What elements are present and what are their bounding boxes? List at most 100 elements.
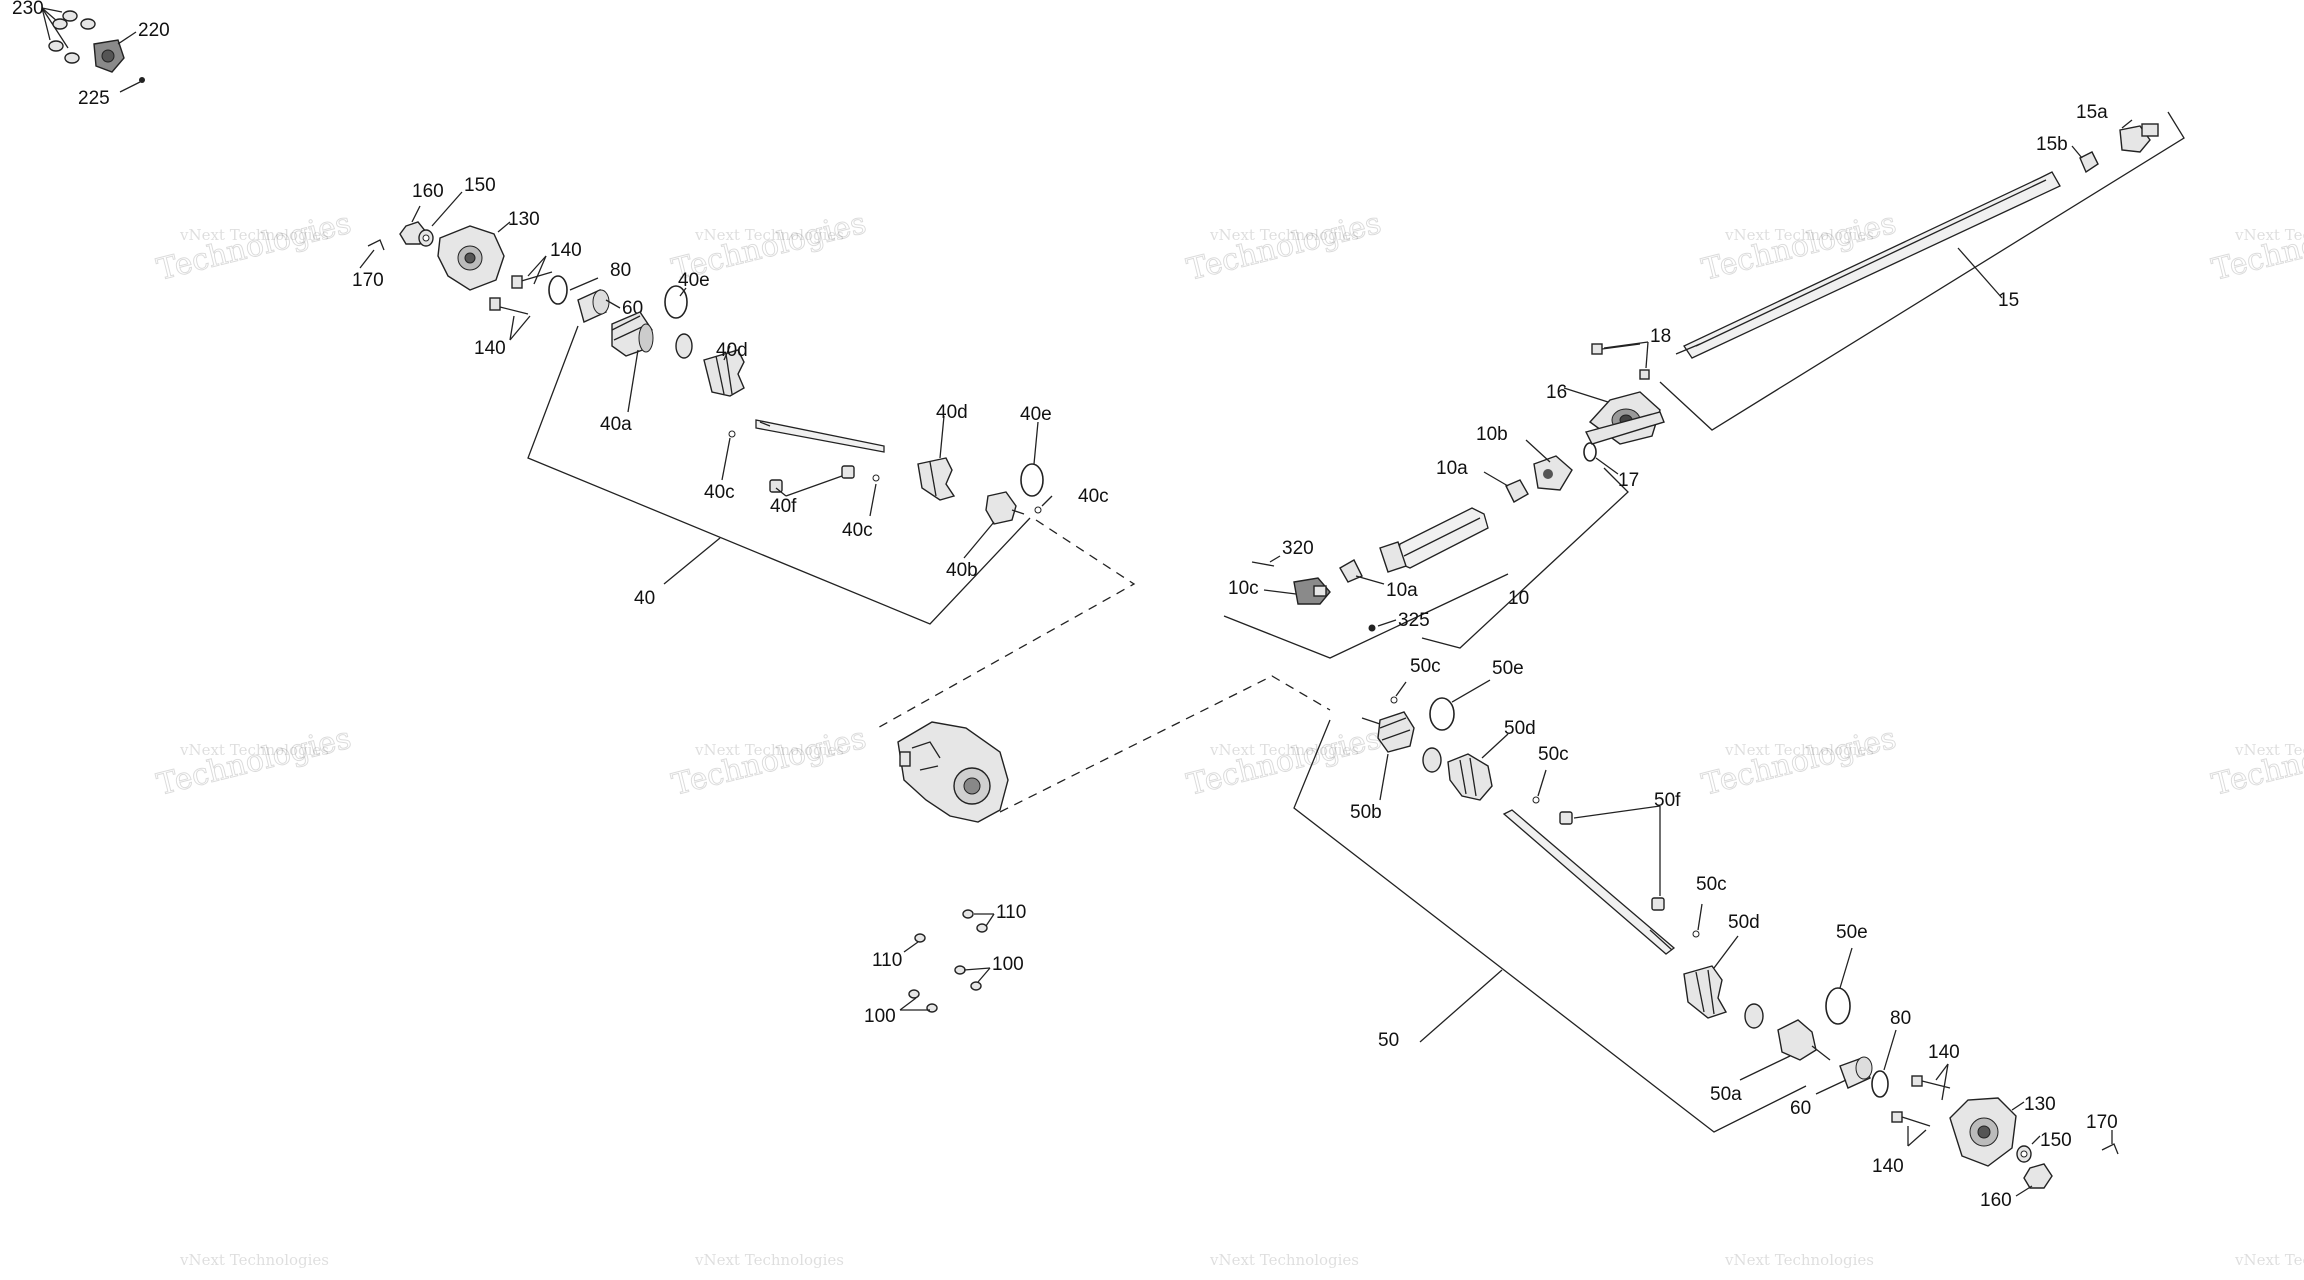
cv-joint-icon[interactable] [1777,1019,1831,1061]
cross-icon[interactable] [1339,559,1363,583]
bolt-icon[interactable] [511,271,553,289]
cv-joint-icon[interactable] [1361,711,1415,753]
nut-icon[interactable] [1368,624,1376,632]
callout-50c: 50c [1410,656,1441,677]
cage-icon[interactable] [1744,1003,1764,1029]
clip-icon[interactable] [1692,930,1700,938]
bolt-icon[interactable] [489,297,529,315]
boot-icon[interactable] [917,457,956,501]
group-left-hub: 160 150 130 170 140 140 80 60 [352,175,643,359]
washer-icon[interactable] [418,229,434,247]
bolt-icon[interactable] [914,933,926,943]
callout-40f: 40f [770,496,797,517]
snap-ring-icon[interactable] [1871,1070,1889,1098]
cross-icon[interactable] [2079,151,2099,174]
callout-100: 100 [864,1006,896,1027]
damper-icon[interactable] [769,479,783,493]
callout-100: 100 [992,954,1024,975]
yoke-icon[interactable] [1293,577,1331,605]
group-axle-40: 40e 40d 40a 40c 40f 40c 40d 40e 40c 40b … [527,270,1109,625]
cotter-pin-icon[interactable] [367,239,385,251]
cotter-pin-icon[interactable] [2101,1143,2119,1155]
callout-40d: 40d [936,402,968,423]
cross-icon[interactable] [1505,479,1529,503]
bolt-icon[interactable] [926,1003,938,1013]
watermark-text: vNext Technologies [179,1251,329,1269]
bolt-icon[interactable] [908,989,920,999]
callout-110: 110 [872,950,902,971]
callout-17: 17 [1618,470,1639,491]
bolt-icon[interactable] [970,981,982,991]
screw-icon[interactable] [52,18,68,30]
callout-50d: 50d [1728,912,1760,933]
damper-icon[interactable] [1651,897,1665,911]
propshaft-icon[interactable] [1675,171,2061,359]
group-propshaft-15: 15a 15b 15 [1659,102,2185,431]
bolt-icon[interactable] [1591,343,1641,355]
damper-icon[interactable] [841,465,855,479]
clamp-icon[interactable] [1429,697,1455,731]
callout-130: 130 [508,209,540,230]
watermark-text: vNext Technologies [1724,226,1874,244]
hub-icon[interactable] [1949,1097,2017,1167]
clip-icon[interactable] [728,430,736,438]
cv-joint-icon[interactable] [611,311,654,357]
castle-nut-icon[interactable] [2023,1163,2053,1189]
axle-shaft-icon[interactable] [1502,809,1676,955]
hub-cap-icon[interactable] [93,39,125,73]
bolt-icon[interactable] [1251,561,1275,567]
yoke-icon[interactable] [1533,455,1573,491]
axle-shaft-icon[interactable] [755,419,885,453]
cage-icon[interactable] [675,333,693,359]
screw-icon[interactable] [62,10,78,22]
boot-icon[interactable] [703,349,745,397]
bolt-icon[interactable] [976,923,988,933]
knuckle-icon[interactable] [437,225,505,291]
damper-icon[interactable] [1559,811,1573,825]
bolt-icon[interactable] [1891,1111,1931,1127]
propshaft-icon[interactable] [1379,507,1489,573]
callout-225: 225 [78,88,110,109]
snap-ring-icon[interactable] [548,275,568,305]
boot-icon[interactable] [1447,753,1493,801]
callout-40c: 40c [704,482,735,503]
callout-140: 140 [474,338,506,359]
screw-icon[interactable] [80,18,96,30]
watermark-text: vNext Technologies [694,226,844,244]
bearing-icon[interactable] [1839,1056,1873,1089]
differential-housing-icon[interactable] [897,721,1009,823]
clip-icon[interactable] [872,474,880,482]
callout-160: 160 [1980,1190,2012,1211]
watermark-text: vNext Technologies [2234,1251,2304,1269]
washer-icon[interactable] [2016,1145,2032,1163]
center-bearing-icon[interactable] [1584,391,1665,445]
watermark-text: vNext Technologies [2234,741,2304,759]
clip-icon[interactable] [1532,796,1540,804]
clip-icon[interactable] [1390,696,1398,704]
callout-40e: 40e [678,270,710,291]
bolt-icon[interactable] [962,909,974,919]
clamp-icon[interactable] [664,285,688,319]
watermark-text: vNext Technologies [1724,741,1874,759]
cv-joint-icon[interactable] [985,491,1025,525]
callout-10c: 10c [1228,578,1259,599]
screw-icon[interactable] [64,52,80,64]
clamp-icon[interactable] [1020,463,1044,497]
boot-icon[interactable] [1683,965,1728,1019]
callout-170: 170 [2086,1112,2118,1133]
snap-ring-icon[interactable] [1583,442,1597,462]
yoke-icon[interactable] [2119,123,2159,153]
bearing-icon[interactable] [577,289,610,323]
bolt-icon[interactable] [954,965,966,975]
clip-icon[interactable] [1034,506,1042,514]
clamp-icon[interactable] [1825,987,1851,1025]
watermark-text: vNext Technologies [1209,1251,1359,1269]
nut-icon[interactable] [139,77,145,83]
screw-icon[interactable] [48,40,64,52]
nut-icon[interactable] [1639,369,1650,380]
callout-50b: 50b [1350,802,1382,823]
group-axle-50: 50c 50e 50d 50c 50f 50b 50c 50d 50e 80 1… [1293,656,2119,1211]
callout-160: 160 [412,181,444,202]
cage-icon[interactable] [1422,747,1442,773]
bolt-icon[interactable] [1911,1075,1951,1089]
